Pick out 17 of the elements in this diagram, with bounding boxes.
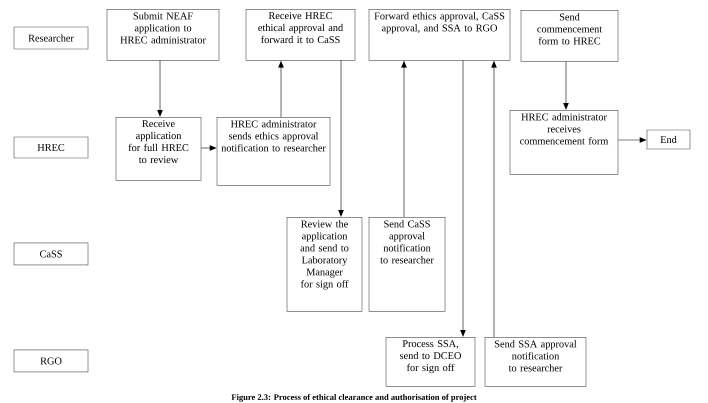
lane-label: HREC (14, 136, 88, 158)
lane-label: CaSS (14, 242, 88, 266)
process-box: Receive application for full HREC to review (116, 117, 202, 181)
process-box: HREC administrator receives commencement form (510, 110, 618, 175)
lane-label: Researcher (14, 26, 88, 50)
process-box: Send SSA approval notification to researcher (484, 336, 586, 387)
process-box: Forward ethics approval, CaSS approval, and SSA to RGO (368, 8, 510, 61)
process-box: Send commencement form to HREC (520, 10, 618, 62)
end-box: End (646, 130, 690, 150)
process-box: Review the application and send to Laboratory Manager for sign off (286, 216, 362, 312)
process-box: HREC administrator sends ethics approval notification to researcher (216, 117, 330, 186)
process-box: Process SSA, send to DCEO for sign off (386, 336, 476, 387)
process-box: Receive HREC ethical approval and forward it to CaSS (246, 8, 356, 61)
process-box: Send CaSS approval notification to researcher (368, 216, 446, 312)
process-box: Submit NEAF application to HREC administrator (106, 8, 220, 61)
lane-label: RGO (14, 350, 88, 372)
caption: Figure 2.3: Process of ethical clearance and authorisation of project (232, 394, 477, 402)
